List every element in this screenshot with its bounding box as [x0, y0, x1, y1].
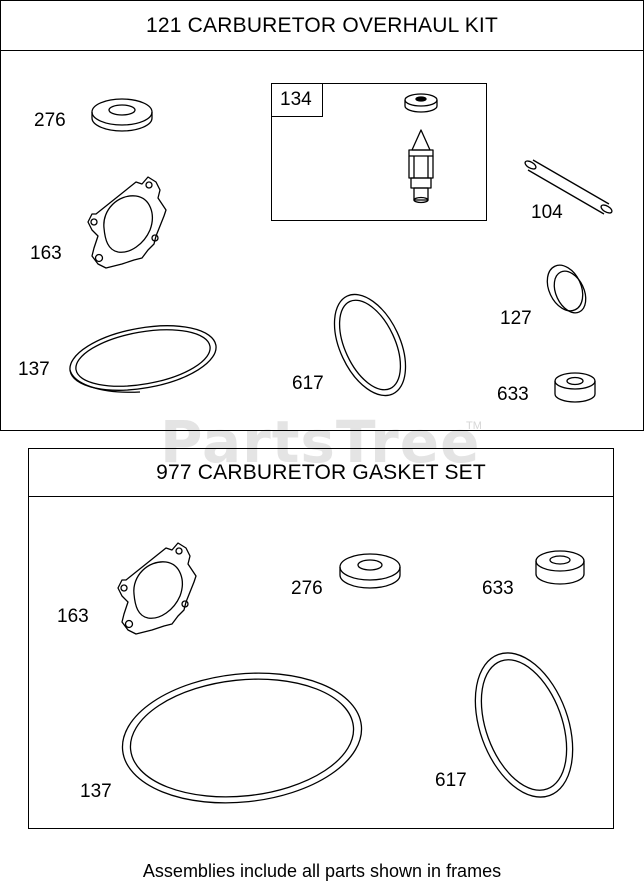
ring-137 — [69, 325, 217, 393]
spacer-633 — [535, 550, 585, 585]
spacer-633 — [554, 372, 596, 403]
label-163: 163 — [57, 606, 89, 627]
label-633: 633 — [482, 578, 514, 599]
label-137: 137 — [80, 781, 112, 802]
washer-276 — [339, 553, 401, 589]
gasket-set-title: 977 CARBURETOR GASKET SET — [29, 449, 613, 497]
watermark: PartsTree — [160, 408, 481, 476]
washer-276 — [91, 98, 153, 132]
oring-617 — [474, 652, 574, 798]
label-276: 276 — [291, 578, 323, 599]
label-617: 617 — [292, 373, 324, 394]
label-104: 104 — [531, 202, 563, 223]
label-127: 127 — [500, 308, 532, 329]
label-276: 276 — [34, 110, 66, 131]
ring-137 — [121, 672, 363, 804]
plug-127 — [546, 264, 587, 314]
gasket-set-frame: 977 CARBURETOR GASKET SET — [28, 448, 614, 829]
gasket-163 — [87, 176, 167, 269]
oring-617 — [333, 293, 407, 397]
pin-104 — [524, 159, 613, 215]
gasket-163 — [117, 542, 197, 635]
part-134-subframe — [271, 83, 487, 221]
overhaul-kit-title: 121 CARBURETOR OVERHAUL KIT — [1, 1, 643, 51]
watermark-trademark: TM — [466, 420, 482, 432]
needle-seat-134 — [404, 93, 438, 204]
label-163: 163 — [30, 243, 62, 264]
part-134-label-box — [271, 83, 323, 117]
label-134: 134 — [280, 89, 312, 110]
label-633: 633 — [497, 384, 529, 405]
label-617: 617 — [435, 770, 467, 791]
footer-caption: Assemblies include all parts shown in fr… — [142, 861, 502, 881]
label-137: 137 — [18, 359, 50, 380]
